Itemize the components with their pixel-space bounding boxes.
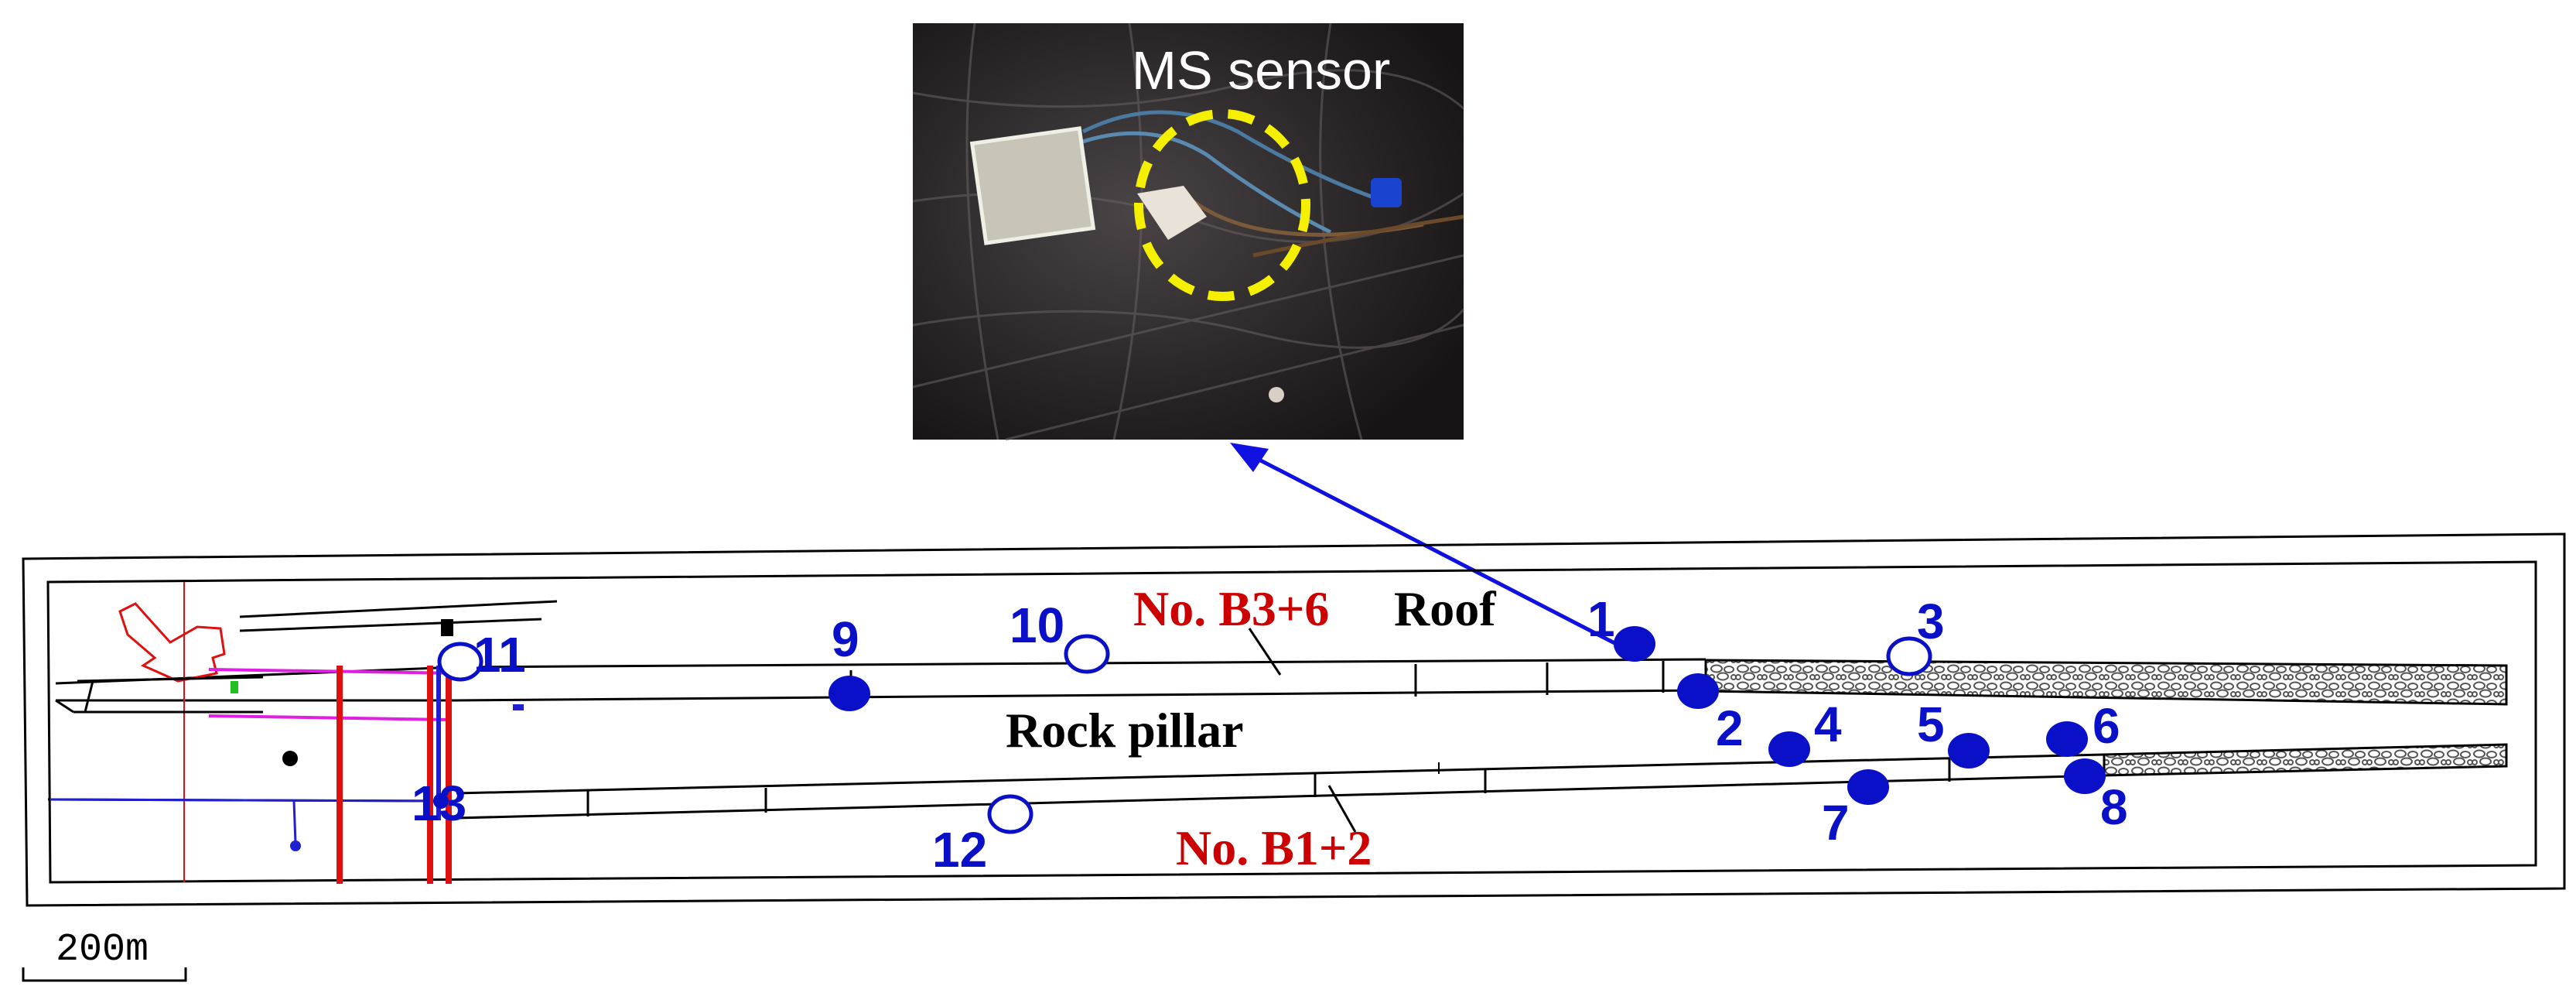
sensor-box — [969, 126, 1096, 245]
sensor-label-6: 6 — [2093, 698, 2120, 754]
black-dot — [282, 751, 298, 766]
blue-line — [50, 798, 457, 844]
magenta-line-lower — [208, 714, 449, 721]
rail-2 — [427, 666, 433, 884]
sensor-4: 4 — [1768, 697, 1842, 767]
left-infrastructure — [50, 582, 558, 884]
sensor-label-4: 4 — [1814, 697, 1842, 752]
blue-vertical — [436, 666, 441, 820]
blue-dot-left — [290, 840, 301, 851]
faint-lines — [1438, 755, 1803, 774]
rail-1 — [337, 666, 343, 884]
sensor-label-8: 8 — [2100, 779, 2128, 835]
scale-bar: 200m — [22, 928, 187, 982]
sensor-label-12: 12 — [932, 822, 987, 878]
arrow-head — [1230, 443, 1269, 472]
roadway-b36-bottom — [456, 689, 1707, 702]
black-structure — [55, 600, 558, 714]
sensor-marker-3 — [1886, 636, 1932, 676]
pointer-arrow — [1230, 443, 1622, 649]
sensor-12: 12 — [932, 794, 1033, 878]
sensor-marker-2 — [1677, 673, 1719, 709]
sensor-label-11: 11 — [473, 627, 526, 683]
sensor-10: 10 — [1010, 597, 1110, 674]
segments-upper — [849, 661, 1665, 700]
annotations: No. B3+6 Roof Rock pillar No. B1+2 — [1006, 581, 1496, 875]
sensor-label-7: 7 — [1822, 795, 1850, 851]
sensor-label-2: 2 — [1716, 700, 1744, 756]
cables — [1067, 110, 1464, 258]
sensor-3: 3 — [1886, 594, 1945, 676]
blue-tick — [513, 704, 524, 710]
sensor-label-3: 3 — [1917, 594, 1945, 649]
roadway-tick-b36 — [1248, 628, 1282, 676]
sensor-8: 8 — [2064, 758, 2128, 835]
sensor-device — [1137, 186, 1207, 240]
map-frame — [22, 532, 2566, 907]
roadway-b12-bottom — [456, 774, 2105, 820]
sensor-label-13: 13 — [412, 775, 466, 831]
outer-frame — [22, 532, 2566, 907]
sensor-9: 9 — [828, 611, 870, 711]
sensor-5: 5 — [1917, 697, 1990, 769]
sensor-11: 11 — [437, 627, 526, 683]
sensor-2: 2 — [1677, 673, 1744, 756]
scale-bar-label: 200m — [56, 928, 149, 972]
roof-label: Roof — [1394, 581, 1496, 636]
sensor-marker-4 — [1768, 731, 1810, 767]
sensor-7: 7 — [1822, 769, 1889, 851]
sensor-label-10: 10 — [1010, 597, 1064, 653]
sensor-marker-5 — [1948, 733, 1990, 769]
sensor-marker-1 — [1614, 626, 1655, 662]
inner-frame — [46, 560, 2537, 884]
sensor-marker-7 — [1847, 769, 1889, 805]
black-block — [441, 619, 453, 636]
small-debris — [1269, 387, 1284, 402]
roadway-tick-b12 — [1327, 785, 1357, 833]
blue-connector — [1371, 178, 1402, 207]
sensor-label-9: 9 — [832, 611, 859, 667]
red-outline-shape — [118, 602, 226, 683]
sensor-marker-12 — [987, 794, 1033, 834]
segments-lower — [586, 758, 1951, 816]
sensor-label-5: 5 — [1917, 697, 1945, 752]
sensor-marker-10 — [1064, 634, 1110, 674]
sensor-1: 1 — [1587, 591, 1655, 662]
rail-3 — [446, 666, 452, 884]
sensor-label-1: 1 — [1587, 591, 1615, 647]
sensor-marker-13 — [433, 793, 449, 809]
sensor-marker-8 — [2064, 758, 2106, 794]
sensor-photo: MS sensor — [912, 22, 1465, 441]
scale-bar-line — [22, 967, 187, 982]
sensor-6: 6 — [2046, 698, 2120, 757]
rock-pillar-label: Rock pillar — [1006, 703, 1244, 758]
photo-label: MS sensor — [1132, 40, 1391, 101]
small-green-mark — [231, 681, 238, 693]
roadway-b12-top — [456, 753, 2105, 795]
roadway-b36-label: No. B3+6 — [1133, 581, 1329, 636]
sensor-13: 13 — [412, 775, 466, 831]
sensor-marker-11 — [437, 642, 483, 682]
sensor-highlight-circle — [1134, 109, 1310, 301]
sensor-marker-6 — [2046, 721, 2088, 757]
sensor-marker-9 — [828, 676, 870, 711]
goaf-area-lower — [2103, 743, 2508, 777]
roadway-b12-label: No. B1+2 — [1176, 820, 1372, 875]
